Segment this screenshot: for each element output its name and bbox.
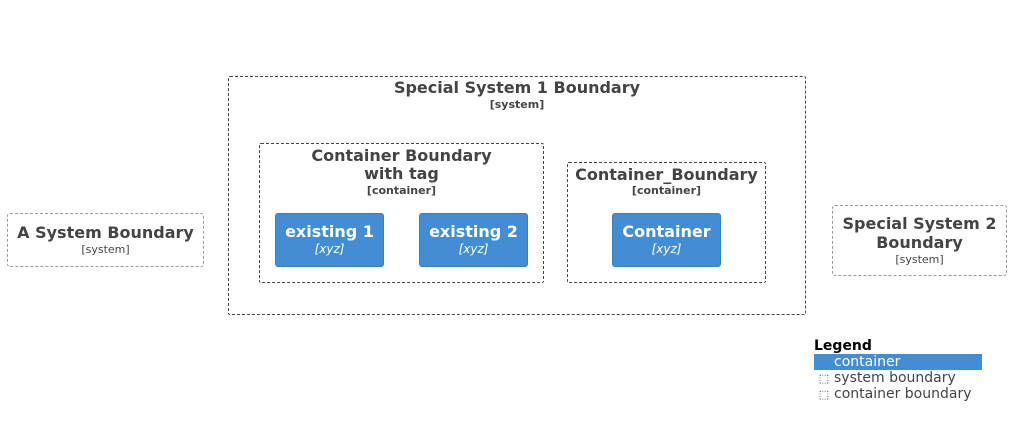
special-system-2-boundary-title-line2: Boundary (876, 233, 963, 252)
special-system-1-boundary: Special System 1 Boundary [system] (228, 76, 806, 315)
special-system-1-boundary-title: Special System 1 Boundary (393, 78, 641, 97)
legend-container-boundary-icon: ⬚ (818, 388, 830, 401)
a-system-boundary: A System Boundary [system] (7, 213, 204, 267)
container-boundary-with-tag: Container Boundary with tag [container] (259, 143, 544, 283)
a-system-boundary-type: [system] (81, 243, 130, 256)
legend-item-container: container (814, 354, 982, 370)
container-container-tech: [xyz] (651, 242, 682, 256)
legend-title: Legend (814, 338, 872, 354)
legend-item-system-boundary: ⬚ system boundary (814, 370, 984, 386)
container-container-name: Container (622, 222, 711, 241)
container-boundary-with-tag-title-line1: Container Boundary (311, 146, 492, 165)
container-existing-1-name: existing 1 (285, 222, 374, 241)
special-system-2-boundary: Special System 2 Boundary [system] (832, 205, 1007, 276)
special-system-1-boundary-type: [system] (489, 98, 545, 111)
container-existing-2-name: existing 2 (429, 222, 518, 241)
legend-item-container-boundary-label: container boundary (834, 386, 972, 402)
container-boundary-type: [container] (631, 184, 702, 197)
legend-item-container-boundary: ⬚ container boundary (814, 386, 984, 402)
legend-item-system-boundary-label: system boundary (834, 370, 956, 386)
container-existing-1-tech: [xyz] (314, 242, 345, 256)
special-system-2-boundary-type: [system] (895, 253, 944, 266)
container-boundary-title: Container_Boundary (575, 165, 758, 184)
container-existing-1: existing 1 [xyz] (275, 213, 384, 267)
container-boundary: Container_Boundary [container] (567, 162, 766, 283)
container-existing-2: existing 2 [xyz] (419, 213, 528, 267)
container-boundary-with-tag-type: [container] (366, 184, 437, 197)
container-container: Container [xyz] (612, 213, 721, 267)
container-existing-2-tech: [xyz] (458, 242, 489, 256)
legend-item-container-label: container (834, 354, 901, 370)
legend: Legend container ⬚ system boundary ⬚ conta… (814, 338, 984, 402)
special-system-2-boundary-title-line1: Special System 2 (842, 214, 997, 233)
legend-system-boundary-icon: ⬚ (818, 372, 830, 385)
container-boundary-with-tag-title-line2: with tag (364, 164, 439, 183)
a-system-boundary-title: A System Boundary (17, 223, 194, 242)
